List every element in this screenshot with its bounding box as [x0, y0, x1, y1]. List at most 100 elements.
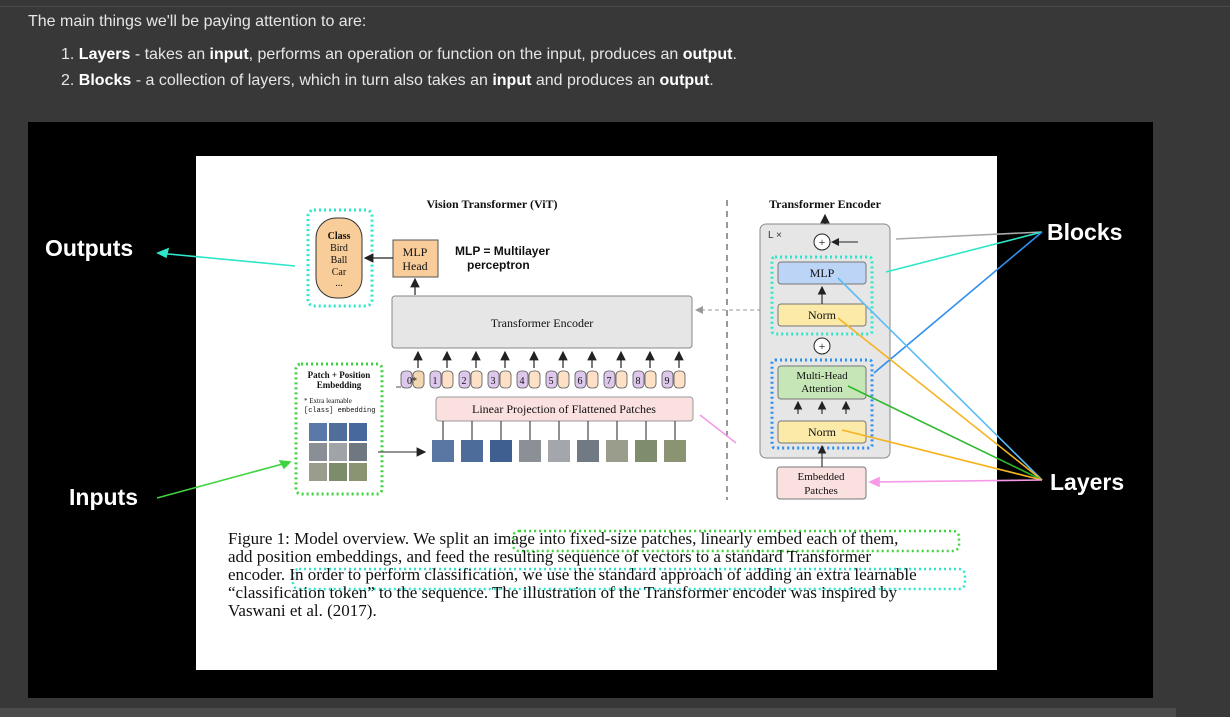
patch-embed-title-1: Patch + Position — [308, 370, 371, 380]
token-emb — [673, 370, 686, 389]
list-number: 2. — [61, 72, 75, 89]
token-pos — [429, 370, 442, 389]
patch-embed-title-2: Embedding — [317, 380, 362, 390]
lx-label: L × — [768, 230, 782, 241]
list-text: - a collection of layers, which in turn … — [131, 72, 493, 89]
list-text: - takes an — [130, 46, 210, 63]
token-row: 0* 1 2 3 4 5 6 7 8 9 — [400, 370, 686, 389]
markdown-cell: The main things we'll be paying attentio… — [28, 10, 1178, 94]
caption-line: “classification token” to the sequence. … — [228, 583, 898, 602]
token-pos — [400, 370, 413, 389]
outputs-highlight — [306, 208, 374, 308]
linear-projection-label: Linear Projection of Flattened Patches — [472, 402, 656, 416]
caption-highlight-green — [511, 529, 961, 553]
vit-title: Vision Transformer (ViT) — [426, 197, 557, 211]
caption-line: add position embeddings, and feed the re… — [228, 547, 872, 566]
class-bird: Bird — [330, 243, 348, 254]
embedded-patches-line2: Patches — [804, 485, 838, 497]
transformer-encoder-label: Transformer Encoder — [491, 316, 594, 330]
class-label: Class — [328, 231, 351, 242]
source-image — [309, 423, 367, 481]
transformer-encoder-box — [391, 295, 693, 349]
token-pos — [516, 370, 529, 389]
token-pos — [603, 370, 616, 389]
blocks-annotation: Blocks — [1047, 219, 1123, 245]
token-emb — [499, 370, 512, 389]
intro-heading: The main things we'll be paying attentio… — [28, 13, 367, 30]
patch-connectors — [442, 421, 676, 440]
enc-mha-line1: Multi-Head — [796, 370, 848, 382]
token-label: 1 — [433, 376, 438, 387]
list-number: 1. — [61, 46, 75, 63]
enc-norm-top-label: Norm — [808, 308, 837, 322]
token-label: 7 — [607, 376, 612, 387]
plus-icon: + — [819, 339, 826, 353]
encoder-title: Transformer Encoder — [769, 197, 882, 211]
residual-add-bottom — [813, 337, 831, 355]
plus-icon: + — [819, 235, 826, 249]
token-emb — [441, 370, 454, 389]
class-car: Car — [332, 267, 347, 278]
list-text: , performs an operation or function on t… — [248, 46, 683, 63]
mlp-note-line2: perceptron — [467, 258, 530, 272]
horizontal-scrollbar[interactable] — [0, 708, 1176, 717]
patch-row — [432, 440, 686, 462]
token-pos — [487, 370, 500, 389]
token-label: 6 — [578, 376, 583, 387]
residual-add-top — [813, 233, 831, 251]
token-emb — [557, 370, 570, 389]
token-emb — [644, 370, 657, 389]
intro-list: 1. Layers - takes an input , performs an … — [28, 42, 1178, 94]
mlp-head-line2: Head — [402, 259, 427, 273]
token-arrows — [413, 350, 684, 368]
list-text: . — [709, 72, 714, 89]
token-label: 9 — [665, 376, 670, 387]
class-ball: Ball — [331, 255, 348, 266]
bold-input: input — [492, 72, 532, 89]
top-divider — [0, 6, 1230, 7]
token-label: 2 — [462, 376, 467, 387]
enc-mha-line2: Attention — [801, 383, 843, 395]
figure-caption: Figure 1: Model overview. We split an im… — [228, 530, 958, 620]
caption-line: Figure 1: Model overview. We split an im… — [228, 529, 899, 548]
patch-embed-note-1: * Extra learnable — [304, 397, 352, 405]
token-pos — [661, 370, 674, 389]
attention-highlight — [770, 358, 874, 450]
caption-line: Vaswani et al. (2017). — [228, 601, 377, 620]
token-label: 0* — [407, 376, 417, 387]
enc-norm-bottom-box — [777, 420, 867, 444]
annotation-arrows — [156, 231, 1043, 499]
embedded-patches-line1: Embedded — [797, 471, 845, 483]
list-item-blocks: 2. Blocks - a collection of layers, whic… — [57, 68, 1178, 94]
bold-output: output — [682, 46, 733, 63]
token-label: 4 — [520, 376, 525, 387]
token-pos — [632, 370, 645, 389]
token-label: 3 — [491, 376, 496, 387]
token-emb — [586, 370, 599, 389]
list-item-layers: 1. Layers - takes an input, performs an … — [57, 42, 1178, 68]
token-emb — [412, 370, 425, 389]
inputs-annotation: Inputs — [69, 484, 138, 510]
enc-norm-bottom-label: Norm — [808, 425, 837, 439]
caption-line: encoder. In order to perform classificat… — [228, 565, 917, 584]
mlp-head-line1: MLP — [403, 245, 428, 259]
layers-annotation: Layers — [1050, 469, 1125, 495]
term-layers: Layers — [78, 46, 131, 63]
caption-highlight-teal — [291, 567, 967, 591]
class-box — [315, 217, 363, 299]
token-pos — [574, 370, 587, 389]
token-label: 8 — [636, 376, 641, 387]
token-pos — [458, 370, 471, 389]
enc-mlp-box — [777, 261, 867, 285]
mlp-note-line1: MLP = Multilayer — [455, 244, 550, 258]
outputs-annotation: Outputs — [45, 235, 134, 261]
token-pos — [545, 370, 558, 389]
list-text: and produces an — [531, 72, 660, 89]
token-label: 5 — [549, 376, 554, 387]
class-more: ... — [335, 278, 343, 289]
term-blocks: Blocks — [78, 72, 132, 89]
linear-projection-box — [435, 396, 694, 422]
token-emb — [470, 370, 483, 389]
enc-mlp-label: MLP — [810, 266, 835, 280]
token-emb — [615, 370, 628, 389]
